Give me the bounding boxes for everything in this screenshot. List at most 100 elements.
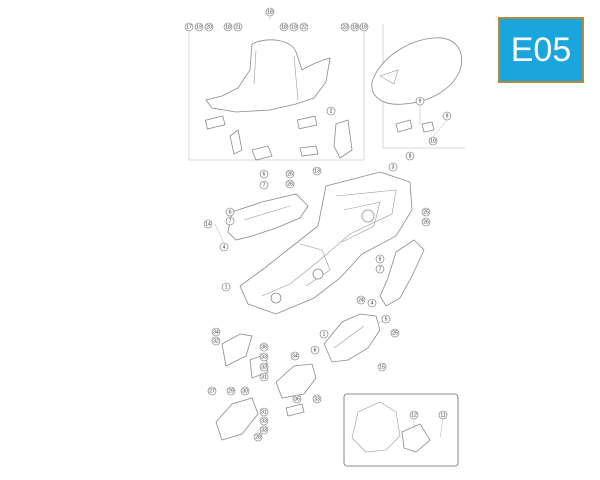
part-callout: 18: [223, 22, 233, 32]
part-number-label: 34: [213, 329, 219, 335]
part-callout: 14: [203, 219, 213, 229]
part-callout: 7: [225, 216, 235, 226]
part-callout-circle: [312, 166, 322, 176]
right-side-fairing: [379, 239, 425, 307]
part-callout-circle: [259, 362, 269, 372]
part-callout-circle: [326, 106, 336, 116]
part-number-label: 24: [358, 297, 364, 303]
part-callout-circle: [194, 22, 204, 32]
part-number-label: 6: [379, 256, 382, 262]
main-seat-group: [204, 39, 353, 161]
part-callout-circle: [265, 7, 275, 17]
part-number-label: 2: [330, 108, 333, 114]
part-number-label: 4: [223, 244, 226, 250]
part-number-label: 5: [385, 316, 388, 322]
part-number-label: 25: [392, 330, 398, 336]
inset-frame: [343, 393, 459, 467]
part-number-label: 18: [225, 24, 231, 30]
footrest-bracket-left: [221, 333, 253, 367]
part-callout: 20: [204, 22, 214, 32]
part-callout: 6: [259, 169, 269, 179]
part-callout: 33: [259, 425, 269, 435]
part-callout: 13: [312, 166, 322, 176]
seat-lock-part: [251, 145, 273, 161]
part-callout: 23: [340, 22, 350, 32]
part-callout-circle: [211, 336, 221, 346]
part-callout: 15: [377, 362, 387, 372]
part-callout: 26: [285, 179, 295, 189]
part-number-label: 33: [261, 364, 267, 370]
part-callout-circle: [259, 342, 269, 352]
section-badge: E05: [498, 17, 584, 83]
part-number-label: 32: [213, 338, 219, 344]
inset-detail: [343, 393, 459, 467]
part-number-label: 7: [379, 266, 382, 272]
part-callout-circle: [375, 264, 385, 274]
part-callout: 7: [259, 180, 269, 190]
part-number-label: 19: [196, 24, 202, 30]
part-callout: 19: [194, 22, 204, 32]
part-callout-circle: [285, 169, 295, 179]
part-number-label: 8: [409, 153, 412, 159]
part-number-label: 10: [430, 138, 436, 144]
part-number-label: 34: [292, 353, 298, 359]
part-number-label: 33: [314, 396, 320, 402]
part-callout: 9: [442, 111, 452, 121]
part-callout: 33: [259, 362, 269, 372]
part-callout-circle: [409, 410, 419, 420]
part-number-label: 26: [287, 181, 293, 187]
part-number-label: 1: [323, 331, 326, 337]
part-callout-circle: [225, 216, 235, 226]
part-callout: 18: [350, 22, 360, 32]
part-callout: 21: [233, 22, 243, 32]
part-number-label: 33: [261, 354, 267, 360]
part-callout-circle: [259, 169, 269, 179]
part-number-label: 28: [255, 434, 261, 440]
part-callout: 31: [259, 407, 269, 417]
part-callout: 3: [388, 162, 398, 172]
pillion-seat-group: [371, 37, 462, 133]
part-callout-circle: [340, 22, 350, 32]
part-number-label: 13: [314, 168, 320, 174]
part-callout: 24: [356, 295, 366, 305]
part-callout: 25: [421, 207, 431, 217]
part-callout-circle: [259, 416, 269, 426]
part-callout-circle: [259, 425, 269, 435]
part-callout-circle: [388, 162, 398, 172]
part-callout: 18: [265, 7, 275, 17]
part-callout-circle: [421, 217, 431, 227]
part-callout-circle: [319, 329, 329, 339]
part-callout-circle: [203, 219, 213, 229]
part-number-label: 18: [267, 9, 273, 15]
pillion-seat: [371, 37, 462, 105]
part-number-label: 33: [261, 427, 267, 433]
part-callout-circle: [259, 407, 269, 417]
part-callout: 17: [184, 22, 194, 32]
part-callout-circle: [390, 328, 400, 338]
part-callout-circle: [290, 351, 300, 361]
part-callout-circle: [442, 111, 452, 121]
part-number-label: 20: [206, 24, 212, 30]
part-number-label: 31: [261, 409, 267, 415]
part-callout: 33: [312, 394, 322, 404]
part-callout-circle: [292, 394, 302, 404]
part-number-label: 30: [242, 388, 248, 394]
seat-latch-bracket: [333, 119, 353, 159]
part-callout: 11: [438, 410, 448, 420]
part-callout-circle: [438, 410, 448, 420]
part-callout-circle: [211, 327, 221, 337]
part-callout: 30: [240, 386, 250, 396]
part-number-label: 29: [228, 388, 234, 394]
part-callout-circle: [279, 22, 289, 32]
part-callout-circle: [289, 22, 299, 32]
part-callout-circle: [421, 207, 431, 217]
part-number-label: 7: [263, 182, 266, 188]
part-callout: 18: [279, 22, 289, 32]
part-number-label: 23: [342, 24, 348, 30]
part-callout: 32: [211, 336, 221, 346]
part-number-label: 22: [301, 24, 307, 30]
part-callout-circle: [367, 298, 377, 308]
part-number-label: 4: [371, 300, 374, 306]
